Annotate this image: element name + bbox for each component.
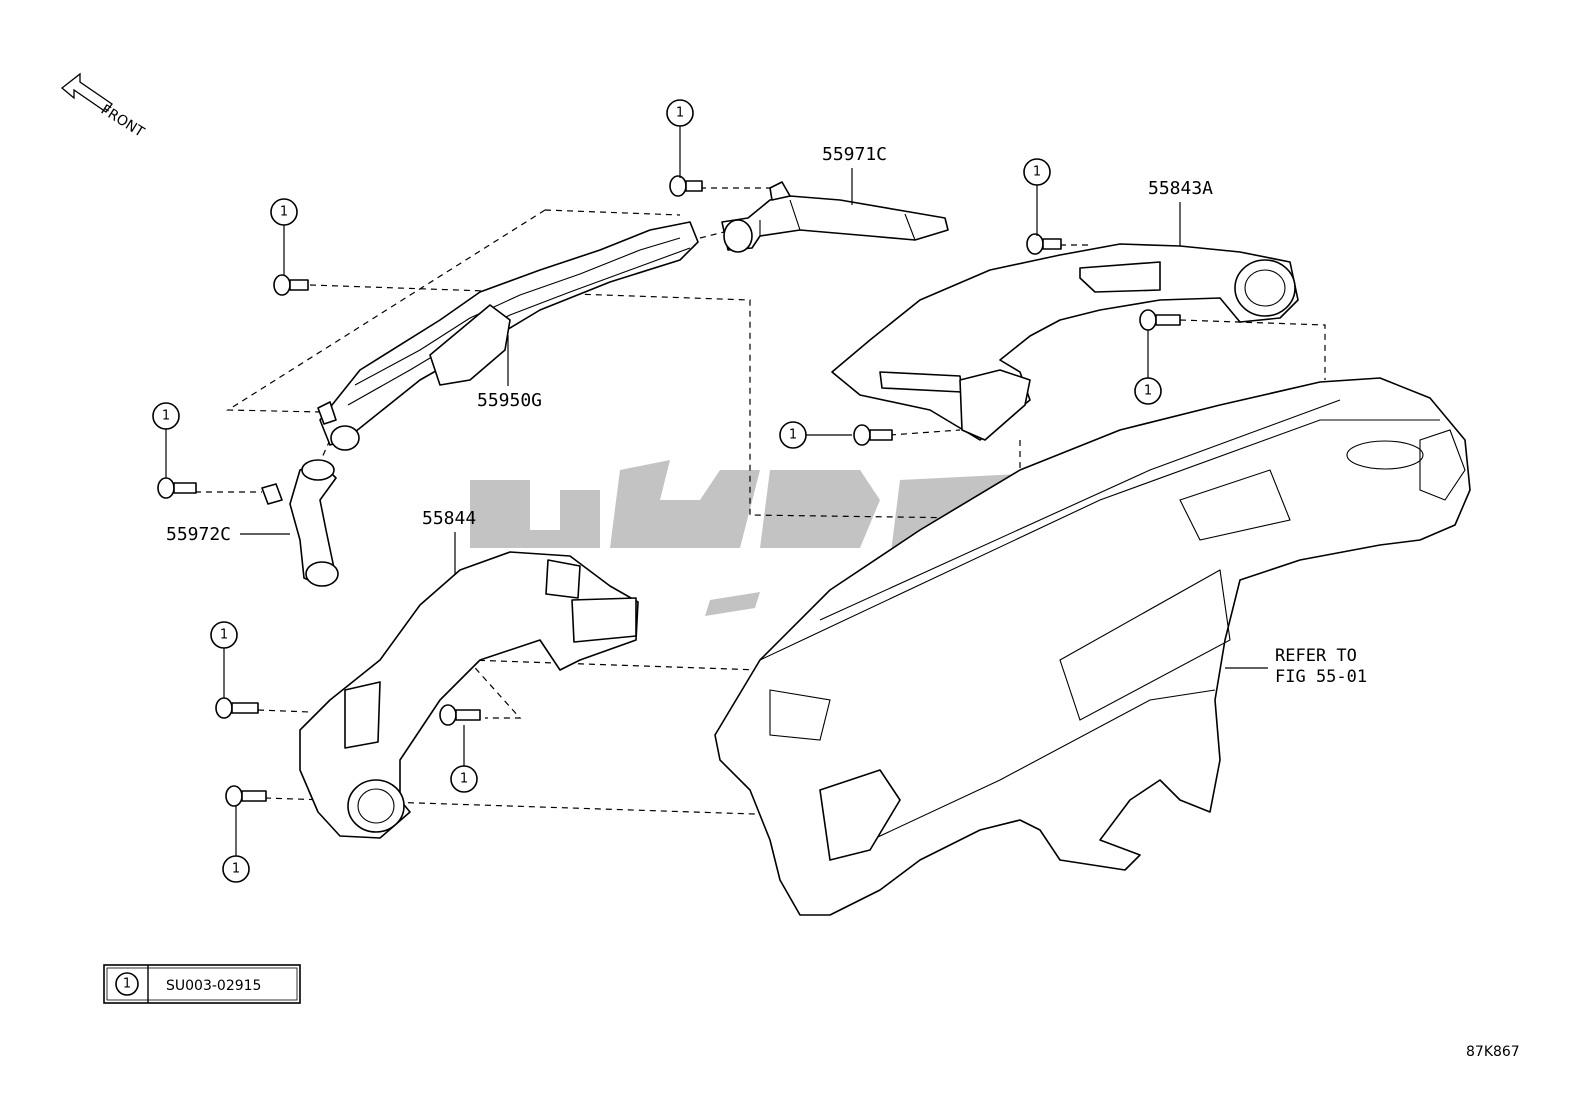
fastener-callout: 1 [222, 855, 250, 883]
label-55972c: 55972C [166, 524, 231, 545]
fastener-callout: 1 [1134, 377, 1162, 405]
front-direction-indicator: FRONT [60, 72, 147, 141]
label-55950g: 55950G [477, 390, 542, 411]
bolt-icon [1026, 233, 1062, 255]
bolts [157, 175, 1181, 807]
label-55843a: 55843A [1148, 178, 1213, 199]
duct-part-55971c[interactable] [721, 181, 949, 253]
bolt-icon [1139, 309, 1181, 331]
reference-note-line2: FIG 55-01 [1275, 667, 1367, 687]
fastener-callout: 1 [270, 198, 298, 226]
bolt-icon [669, 175, 703, 197]
figure-id: 87K867 [1466, 1044, 1520, 1060]
part-labels: 55971C 55843A 55950G 55972C 55844 [166, 144, 1213, 575]
bolt-icon [439, 704, 481, 726]
fastener-callout: 1 [1023, 158, 1051, 186]
legend-box: 1 SU003-02915 [103, 964, 301, 1004]
instrument-panel-reference [714, 377, 1471, 916]
bolt-icon [853, 424, 893, 446]
fastener-callout: 1 [779, 421, 807, 449]
duct-part-55843a[interactable] [831, 243, 1299, 441]
reference-note: REFER TO FIG 55-01 [1225, 646, 1367, 687]
svg-text:1: 1 [1144, 384, 1152, 399]
svg-text:1: 1 [789, 428, 797, 443]
bolt-icon [273, 274, 309, 296]
svg-text:1: 1 [162, 409, 170, 424]
fastener-callout: 1 [450, 765, 478, 793]
svg-text:1: 1 [676, 106, 684, 121]
fastener-callout: 1 [152, 402, 180, 430]
legend-part-number: SU003-02915 [166, 978, 261, 994]
svg-text:1: 1 [460, 772, 468, 787]
front-label: FRONT [98, 102, 147, 141]
svg-text:1: 1 [1033, 165, 1041, 180]
fastener-callouts: 1 1 1 1 1 1 1 1 1 [152, 99, 1162, 883]
fastener-callout: 1 [210, 621, 238, 649]
svg-text:1: 1 [280, 205, 288, 220]
label-55844: 55844 [422, 508, 476, 529]
duct-part-55972c[interactable] [261, 459, 339, 587]
bolt-icon [215, 697, 259, 719]
legend-symbol: 1 [123, 977, 131, 992]
svg-text:1: 1 [220, 628, 228, 643]
duct-part-55950g[interactable] [317, 221, 699, 451]
bolt-icon [157, 477, 197, 499]
svg-text:1: 1 [232, 862, 240, 877]
label-55971c: 55971C [822, 144, 887, 165]
reference-note-line1: REFER TO [1275, 646, 1357, 666]
bolt-icon [225, 785, 267, 807]
duct-part-55844[interactable] [299, 551, 639, 839]
fastener-callout: 1 [666, 99, 694, 127]
